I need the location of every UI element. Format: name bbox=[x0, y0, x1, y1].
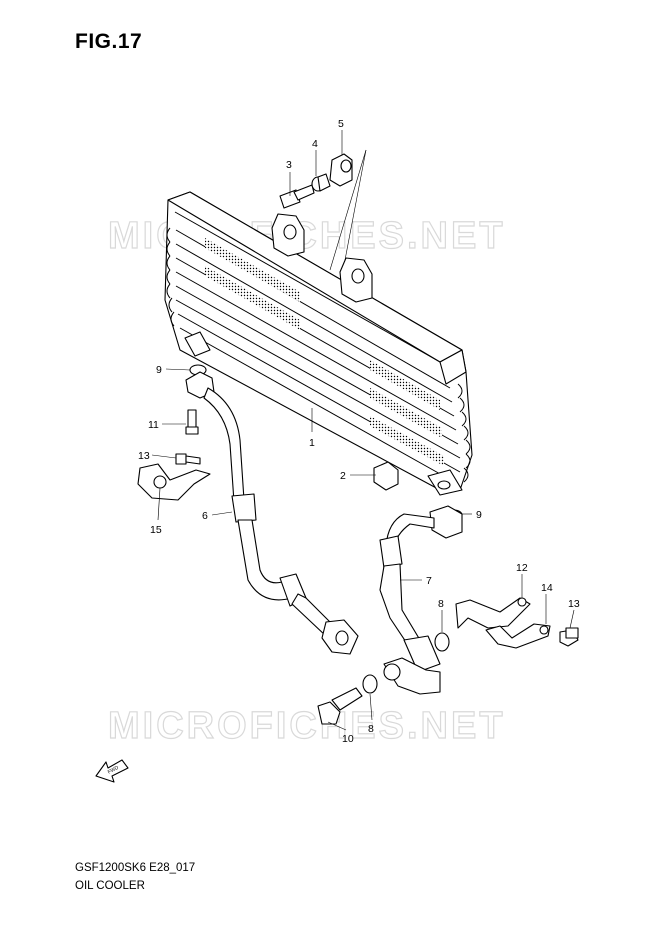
washer-right bbox=[434, 632, 450, 652]
callout-1: 1 bbox=[309, 437, 315, 449]
watermark-bottom: MICROFICHES.NET bbox=[108, 705, 506, 747]
model-code: GSF1200SK6 E28_017 bbox=[75, 862, 196, 874]
callout-11: 11 bbox=[148, 419, 159, 431]
forward-direction-arrow: FWD bbox=[95, 759, 129, 783]
callout-15: 15 bbox=[150, 524, 162, 536]
callout-13-left: 13 bbox=[138, 450, 150, 462]
callout-9-right: 9 bbox=[476, 509, 482, 521]
callout-numbers: 1 2 3 4 5 6 7 8 8 9 9 10 11 12 13 13 14 … bbox=[138, 118, 580, 745]
oil-hose-left bbox=[185, 371, 359, 655]
oil-hose-right bbox=[379, 505, 463, 695]
callout-8-lower: 8 bbox=[368, 723, 374, 735]
callout-14: 14 bbox=[541, 582, 553, 594]
fwd-label: FWD bbox=[107, 765, 120, 776]
hose-bracket-14 bbox=[485, 623, 551, 649]
callout-8-upper: 8 bbox=[438, 598, 444, 610]
callout-3: 3 bbox=[286, 159, 292, 171]
callout-2: 2 bbox=[340, 470, 346, 482]
callout-7: 7 bbox=[426, 575, 432, 587]
washer-lower bbox=[362, 674, 378, 694]
callout-10: 10 bbox=[342, 733, 354, 745]
mount-cushion bbox=[329, 153, 353, 187]
union-bolt bbox=[317, 687, 363, 725]
grommet bbox=[373, 461, 399, 491]
mount-spacer bbox=[311, 173, 331, 192]
hose-bolt-11 bbox=[185, 409, 199, 435]
mount-bolt bbox=[279, 184, 315, 209]
oil-cooler-core bbox=[164, 191, 473, 496]
callout-6: 6 bbox=[202, 510, 208, 522]
hose-bracket-12 bbox=[455, 597, 531, 629]
callout-5: 5 bbox=[338, 118, 344, 130]
clamp-bolt-right bbox=[559, 627, 579, 647]
callout-4: 4 bbox=[312, 138, 318, 150]
assembly-name: OIL COOLER bbox=[75, 880, 145, 892]
clamp-bolt-left bbox=[175, 453, 201, 465]
callout-9-left: 9 bbox=[156, 364, 162, 376]
callout-12: 12 bbox=[516, 562, 528, 574]
leader-lines bbox=[151, 130, 575, 731]
figure-title: FIG.17 bbox=[75, 30, 143, 53]
hose-clamp bbox=[137, 463, 211, 501]
callout-13-right: 13 bbox=[568, 598, 580, 610]
